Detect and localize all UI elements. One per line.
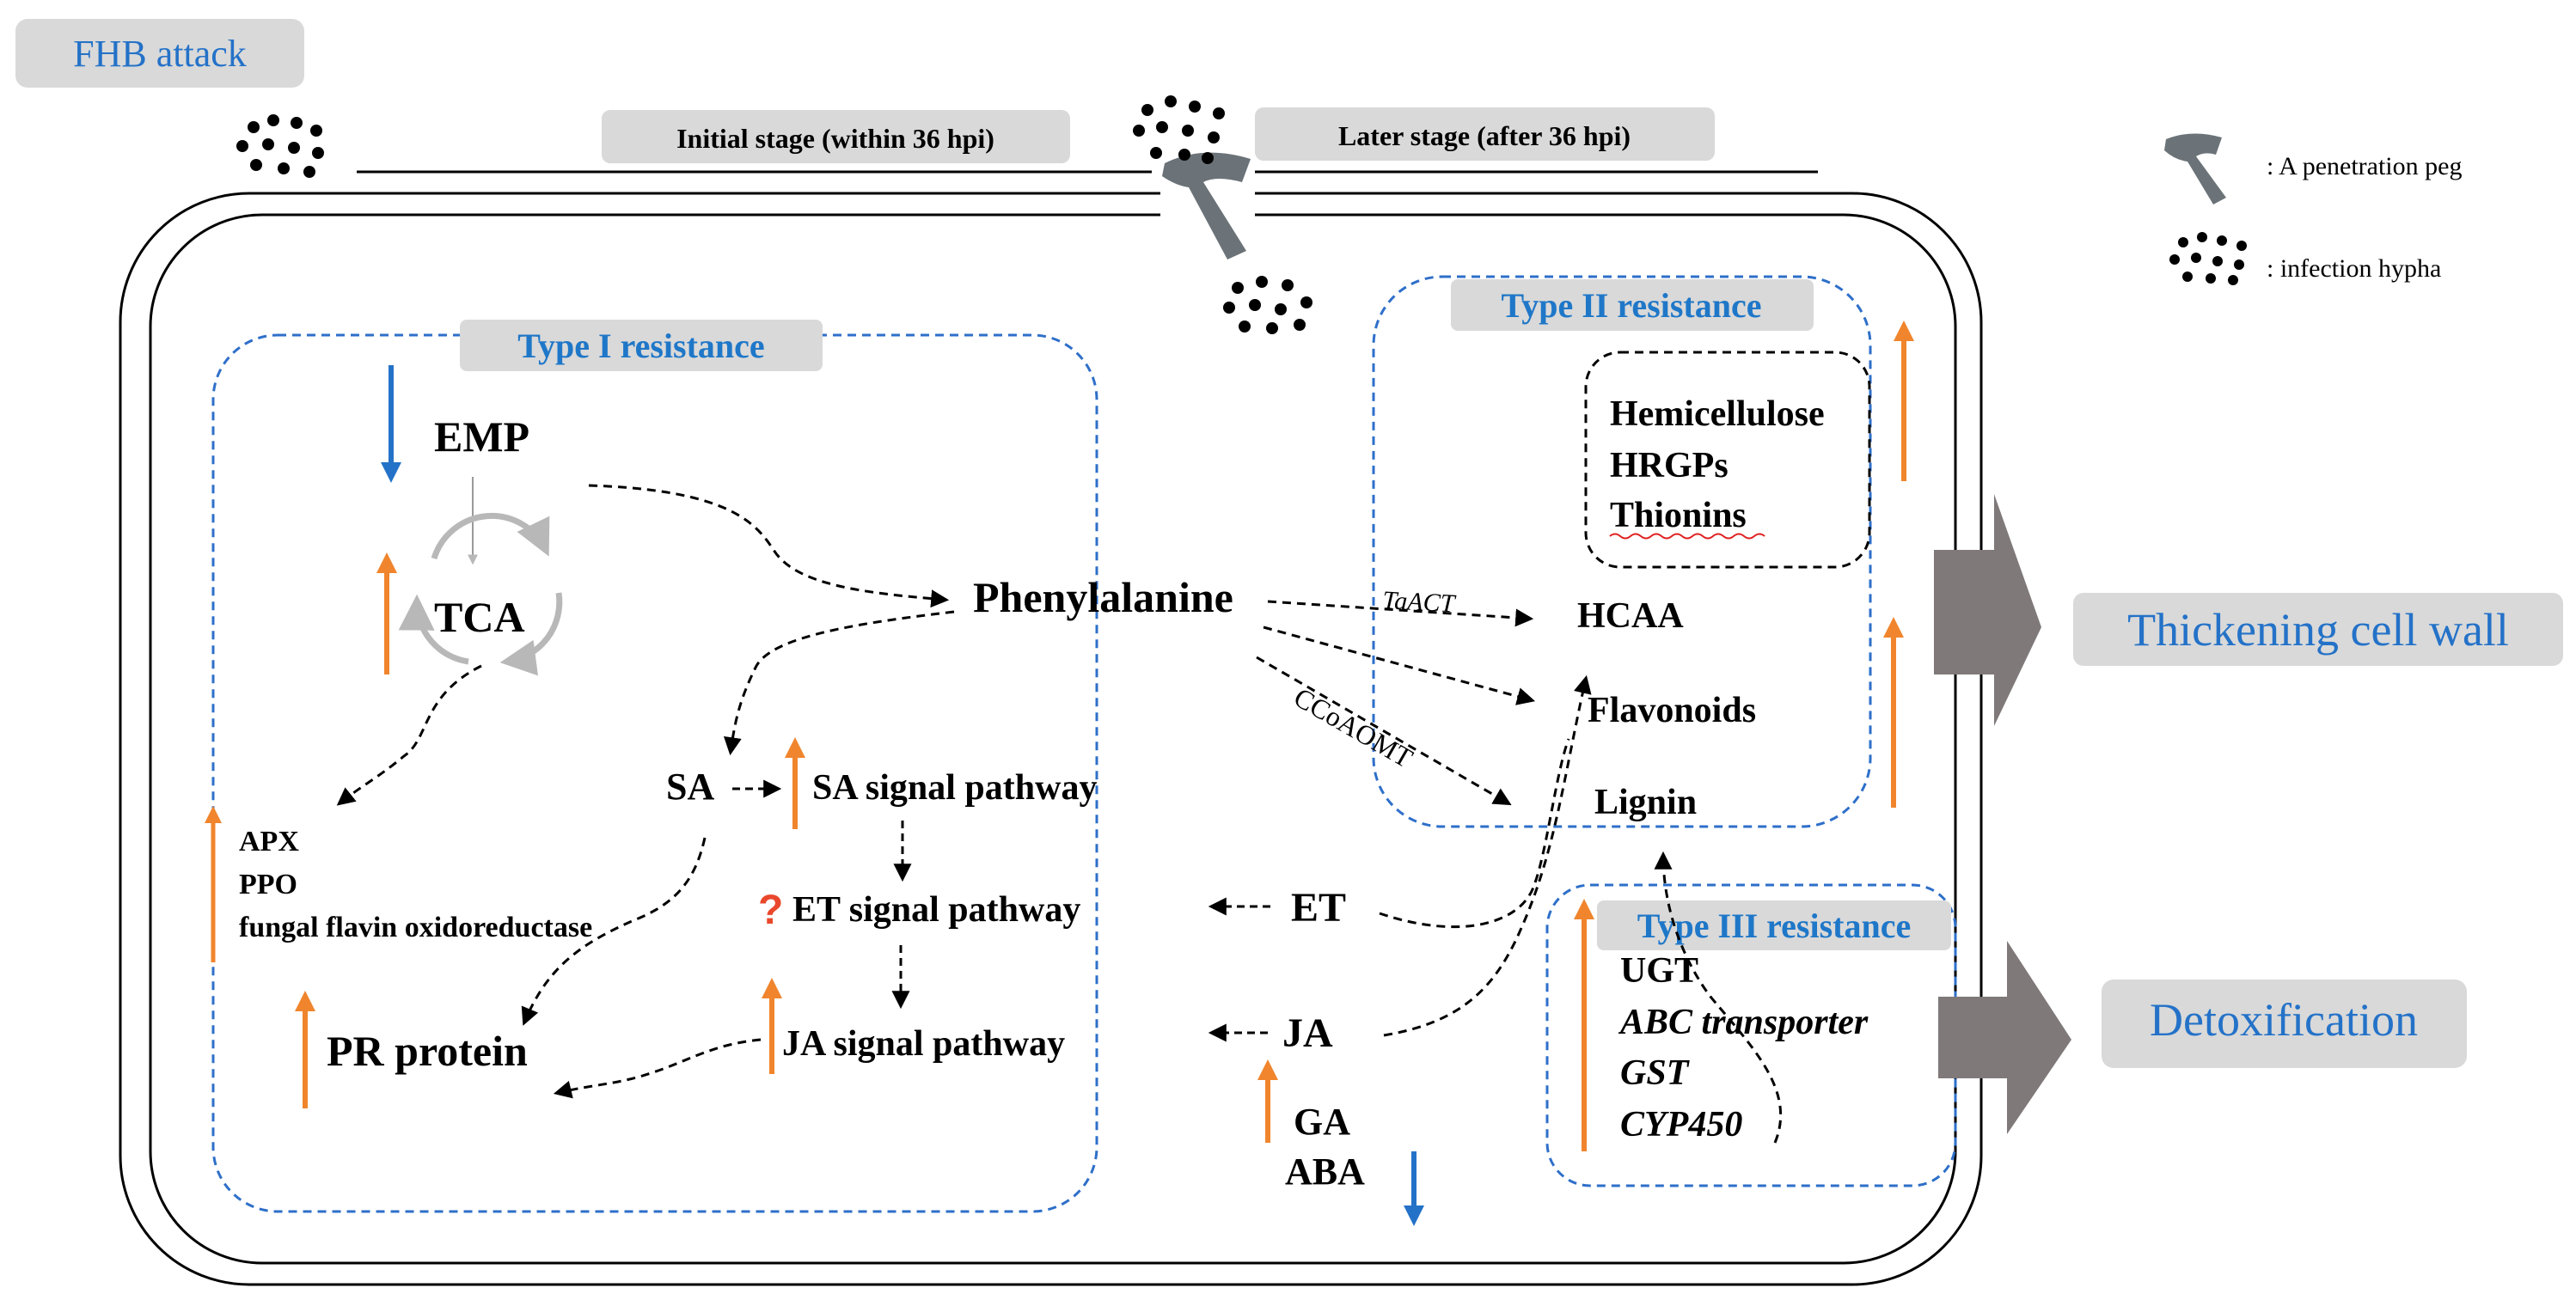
- taact-label: TaACT: [1382, 586, 1458, 618]
- tca-cycle-icon: [398, 512, 563, 676]
- thionins-underline: [1609, 533, 1765, 540]
- penetration-peg-icon: [1162, 152, 1251, 259]
- type2-title: Type II resistance: [1502, 286, 1762, 325]
- flavonoids-label: Flavonoids: [1588, 691, 1756, 730]
- legend-hypha-label: : infection hypha: [2267, 254, 2441, 283]
- ugt-label: UGT: [1620, 951, 1698, 991]
- phenylalanine-outputs: [1256, 600, 1536, 806]
- emp-to-phenylalanine-arrow: [588, 484, 950, 608]
- et-to-type2-curve: [1379, 738, 1570, 929]
- phenylalanine-label: Phenylalanine: [973, 573, 1233, 621]
- hypha-cluster-top: [1133, 95, 1225, 164]
- gst-label: GST: [1620, 1053, 1691, 1093]
- et-label: ET: [1291, 885, 1346, 931]
- type1-title: Type I resistance: [517, 327, 764, 365]
- ppo-label: PPO: [239, 869, 297, 900]
- emp-label: EMP: [434, 412, 529, 461]
- pr-protein-label: PR protein: [327, 1027, 528, 1075]
- type2-title-badge: [1451, 279, 1814, 331]
- et-pathway-label: ET signal pathway: [792, 890, 1080, 930]
- hrgps-label: HRGPs: [1610, 446, 1729, 485]
- tca-label: TCA: [434, 593, 525, 641]
- ja-pathway-to-pr-arrow: [553, 1038, 762, 1099]
- type3-to-lignin-curve: [1654, 851, 1783, 1144]
- legend-hypha-icon: [2169, 232, 2247, 285]
- legend-peg-icon: [2164, 133, 2226, 204]
- type2-box: [1372, 275, 1872, 828]
- thickening-badge: [2073, 593, 2563, 666]
- legend-peg-label: : A penetration peg: [2267, 152, 2462, 180]
- cell-wall-outer: [119, 192, 1983, 1286]
- aba-label: ABA: [1285, 1150, 1365, 1193]
- later-stage-badge: [1255, 107, 1715, 161]
- fhb-attack-badge: [15, 19, 304, 88]
- hcaa-label: HCAA: [1577, 596, 1684, 636]
- thickening-label: Thickening cell wall: [2127, 604, 2509, 656]
- cyp450-label: CYP450: [1620, 1105, 1742, 1144]
- sa-to-pr-protein-arrow: [521, 837, 707, 1026]
- type1-title-badge: [460, 320, 823, 371]
- detox-label: Detoxification: [2150, 994, 2418, 1046]
- phe-to-lignin-arrow: [1256, 656, 1512, 806]
- type3-title-badge: [1597, 900, 1951, 950]
- detox-big-arrow: [1938, 941, 2071, 1134]
- cell-wall-inner: [149, 213, 1957, 1265]
- thickening-big-arrow: [1934, 494, 2041, 726]
- ja-label: JA: [1282, 1010, 1333, 1056]
- type3-title: Type III resistance: [1637, 906, 1912, 945]
- detox-badge: [2102, 980, 2467, 1068]
- ccoaomt-label: CCoAOMT: [1289, 681, 1419, 774]
- fungal-flavin-oxidoreductase-label: fungal flavin oxidoreductase: [239, 912, 592, 943]
- initial-stage-label: Initial stage (within 36 hpi): [676, 123, 994, 154]
- fhb-attack-title: FHB attack: [73, 33, 247, 75]
- ga-label: GA: [1294, 1101, 1350, 1143]
- thionins-label: Thionins: [1610, 496, 1747, 535]
- phenylalanine-to-sa-arrow: [723, 610, 955, 756]
- hemicellulose-label: Hemicellulose: [1610, 394, 1825, 434]
- hypha-cluster-left: [236, 114, 324, 178]
- initial-stage-badge: [602, 110, 1070, 163]
- right-side-dashed-links: [1379, 674, 1783, 1144]
- apx-label: APX: [239, 826, 299, 858]
- later-stage-label: Later stage (after 36 hpi): [1338, 120, 1631, 151]
- type1-box: [211, 333, 1098, 1213]
- ja-to-hcaa-curve: [1383, 674, 1592, 1037]
- type1-dashed-links: [336, 484, 955, 1099]
- tca-to-enzymes-arrow: [336, 664, 482, 806]
- sa-pathway-label: SA signal pathway: [812, 768, 1097, 808]
- ja-pathway-label: JA signal pathway: [782, 1024, 1065, 1064]
- wall-components-box: [1584, 351, 1871, 569]
- hypha-cluster-inside: [1223, 276, 1312, 334]
- lignin-label: Lignin: [1594, 783, 1697, 822]
- sa-label: SA: [666, 766, 714, 808]
- phe-to-flavonoids-arrow: [1263, 626, 1536, 705]
- unknown-question-mark: ?: [758, 888, 783, 933]
